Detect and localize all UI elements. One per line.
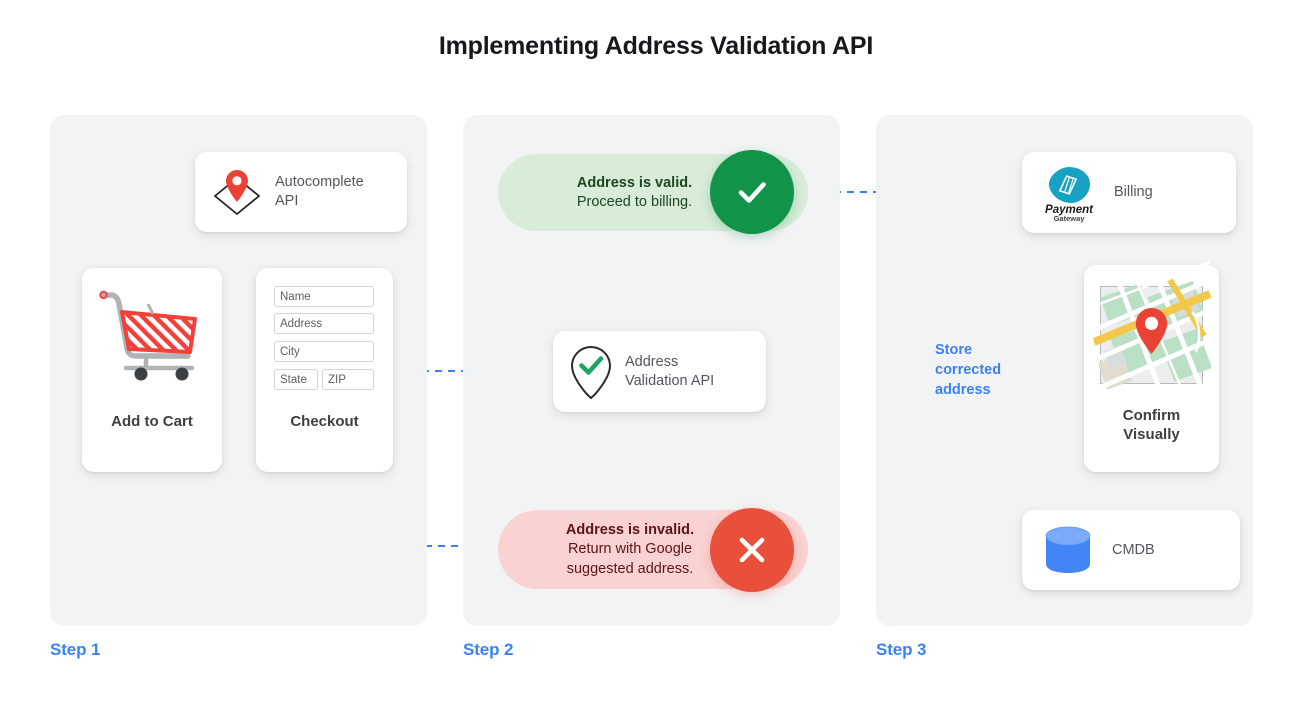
payment-logo-word-2: Gateway (1054, 214, 1086, 223)
city-field[interactable]: City (274, 341, 374, 362)
x-circle-icon (710, 508, 794, 592)
checkout-label: Checkout (290, 413, 359, 430)
confirm-visually-label: Confirm Visually (1122, 407, 1181, 443)
pin-check-icon (569, 344, 613, 400)
payment-logo-word-1: Payment (1045, 204, 1094, 216)
checkout-card[interactable]: Name Address City State ZIP Checkout (256, 268, 393, 472)
cmdb-card[interactable]: CMDB (1022, 510, 1240, 590)
address-invalid-pill[interactable]: Address is invalid. Return with Google s… (498, 508, 808, 592)
payment-gateway-logo: Payment Gateway (1038, 163, 1100, 223)
store-corrected-address-note: Store corrected address (935, 342, 1002, 398)
state-field[interactable]: State (274, 369, 318, 390)
billing-card[interactable]: Payment Gateway Billing (1022, 152, 1236, 233)
map-pin-diamond-icon (209, 166, 265, 218)
zip-field[interactable]: ZIP (322, 369, 374, 390)
address-invalid-subline-2: suggested address. (566, 560, 694, 577)
address-invalid-subline-1: Return with Google (567, 541, 693, 558)
page-title: Implementing Address Validation API (438, 32, 874, 60)
address-field[interactable]: Address (274, 313, 374, 334)
address-valid-pill[interactable]: Address is valid. Proceed to billing. (498, 150, 808, 234)
confirm-visually-card[interactable]: Confirm Visually (1084, 265, 1219, 472)
step-3-label: Step 3 (876, 640, 927, 659)
map-thumbnail-icon (1100, 286, 1203, 384)
billing-label: Billing (1114, 184, 1153, 201)
address-valid-subline: Proceed to billing. (576, 194, 693, 211)
address-invalid-text: Address is invalid. Return with Google s… (524, 521, 736, 579)
address-valid-headline: Address is valid. (576, 175, 693, 191)
shopping-cart-icon (96, 286, 208, 382)
database-cylinder-icon (1042, 524, 1094, 576)
address-invalid-headline: Address is invalid. (565, 522, 695, 538)
check-circle-icon (710, 150, 794, 234)
autocomplete-api-card[interactable]: Autocomplete API (195, 152, 407, 232)
step-2-label: Step 2 (463, 640, 514, 659)
cmdb-label: CMDB (1112, 541, 1155, 558)
address-valid-text: Address is valid. Proceed to billing. (532, 174, 737, 213)
autocomplete-api-label: Autocomplete API (275, 174, 364, 209)
name-field[interactable]: Name (274, 286, 374, 307)
address-validation-api-label: Address Validation API (625, 353, 715, 389)
add-to-cart-label: Add to Cart (111, 413, 193, 430)
add-to-cart-card[interactable]: Add to Cart (82, 268, 222, 472)
address-validation-api-card[interactable]: Address Validation API (553, 331, 766, 412)
step-1-label: Step 1 (50, 640, 101, 659)
